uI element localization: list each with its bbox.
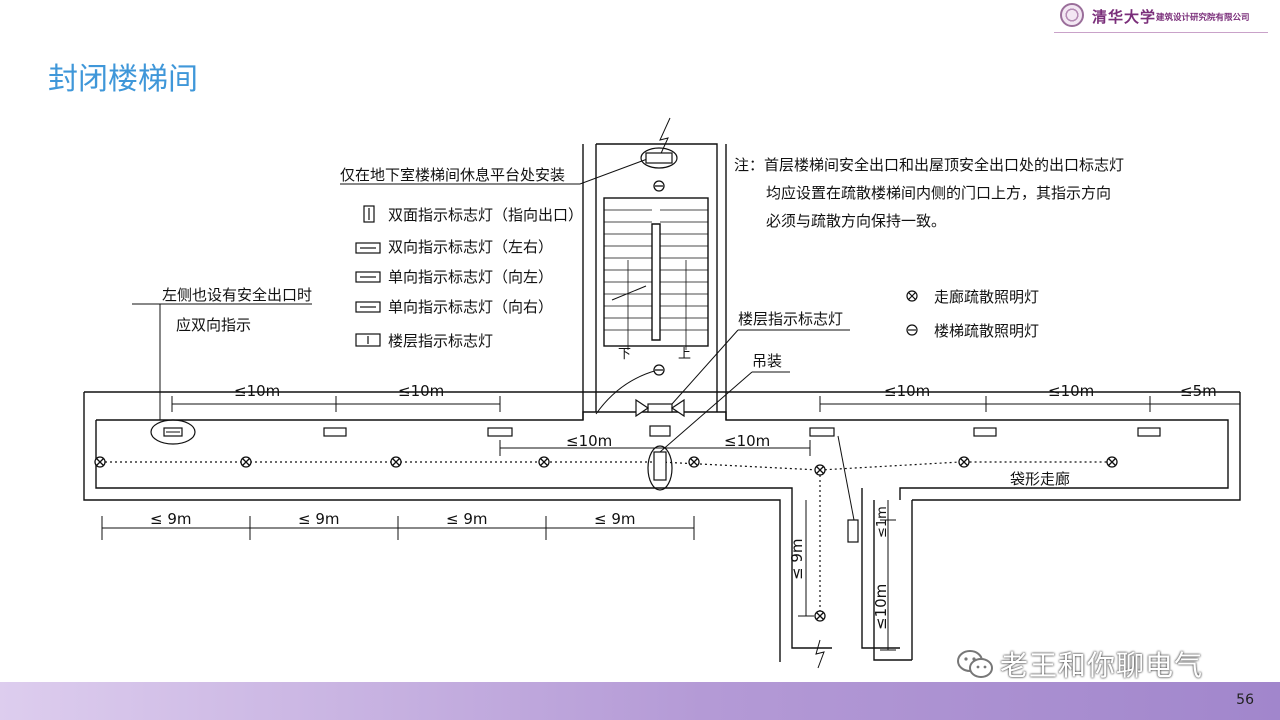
single-direction-sign-icon (1137, 427, 1161, 437)
main-note-line2: 均应设置在疏散楼梯间内侧的门口上方，其指示方向 (766, 184, 1111, 202)
corridor-inner-wall (95, 420, 832, 649)
dim-bottom-3: ≤ 9m (446, 510, 488, 528)
dim-vertical-1: ≤ 9m (788, 539, 806, 581)
university-name: 清华大学 (1092, 8, 1157, 26)
legend-label-3: 单向指示标志灯（向左） (388, 268, 553, 286)
single-direction-sign-icon (323, 427, 347, 437)
dim-top-5: ≤5m (1180, 382, 1217, 400)
floor-indicator-label: 楼层指示标志灯 (738, 310, 843, 328)
dim-bottom-1: ≤ 9m (150, 510, 192, 528)
dim-mid-1: ≤10m (566, 432, 612, 450)
double-direction-sign-icon (487, 427, 513, 437)
page-title: 封闭楼梯间 (48, 62, 198, 97)
dim-bottom-4: ≤ 9m (594, 510, 636, 528)
dim-top-2: ≤10m (398, 382, 444, 400)
hanging-label: 吊装 (752, 352, 782, 370)
wechat-icon (957, 650, 993, 678)
footer-band (0, 682, 1280, 720)
single-direction-sign-icon (973, 427, 997, 437)
page-number: 56 (1236, 692, 1254, 708)
left-note-line2: 应双向指示 (176, 316, 251, 334)
legend-symbols (355, 205, 918, 347)
floor-indicator-sign-icon (645, 152, 673, 164)
left-note-line1: 左侧也设有安全出口时 (162, 286, 312, 304)
stair-up-label: 上 (678, 347, 691, 362)
corridor-label: 袋形走廊 (1010, 470, 1070, 488)
legend-right-label-2: 楼梯疏散照明灯 (934, 322, 1039, 340)
watermark-text: 老王和你聊电气 (1000, 649, 1204, 682)
legend-label-1: 双面指示标志灯（指向出口） (388, 206, 583, 224)
note-basement: 仅在地下室楼梯间休息平台处安装 (340, 166, 565, 184)
dim-top-3: ≤10m (884, 382, 930, 400)
dim-mid-2: ≤10m (724, 432, 770, 450)
legend-label-5: 楼层指示标志灯 (388, 332, 493, 350)
stair-down-label: 下 (618, 347, 631, 362)
institute-name: 建筑设计研究院有限公司 (1156, 13, 1250, 23)
legend-label-4: 单向指示标志灯（向右） (388, 298, 553, 316)
watermark: 老王和你聊电气 (956, 644, 1203, 684)
main-note-line3: 必须与疏散方向保持一致。 (766, 212, 946, 230)
university-seal-icon (1060, 3, 1084, 27)
dim-vertical-3: ≤10m (872, 584, 890, 630)
main-note-line1: 注：首层楼梯间安全出口和出屋顶安全出口处的出口标志灯 (734, 156, 1124, 174)
header-logo: 清华大学 建筑设计研究院有限公司 (1054, 0, 1268, 33)
legend-right-label-1: 走廊疏散照明灯 (934, 288, 1039, 306)
dim-top-4: ≤10m (1048, 382, 1094, 400)
legend-label-2: 双向指示标志灯（左右） (388, 238, 553, 256)
single-direction-sign-icon (809, 427, 835, 437)
floor-indicator-sign-icon (847, 519, 859, 543)
dim-vertical-2: ≤1m (875, 506, 890, 538)
dim-bottom-2: ≤ 9m (298, 510, 340, 528)
corridor-light-icons (94, 180, 1118, 622)
dim-top-1: ≤10m (234, 382, 280, 400)
double-face-sign-icon (653, 451, 667, 481)
